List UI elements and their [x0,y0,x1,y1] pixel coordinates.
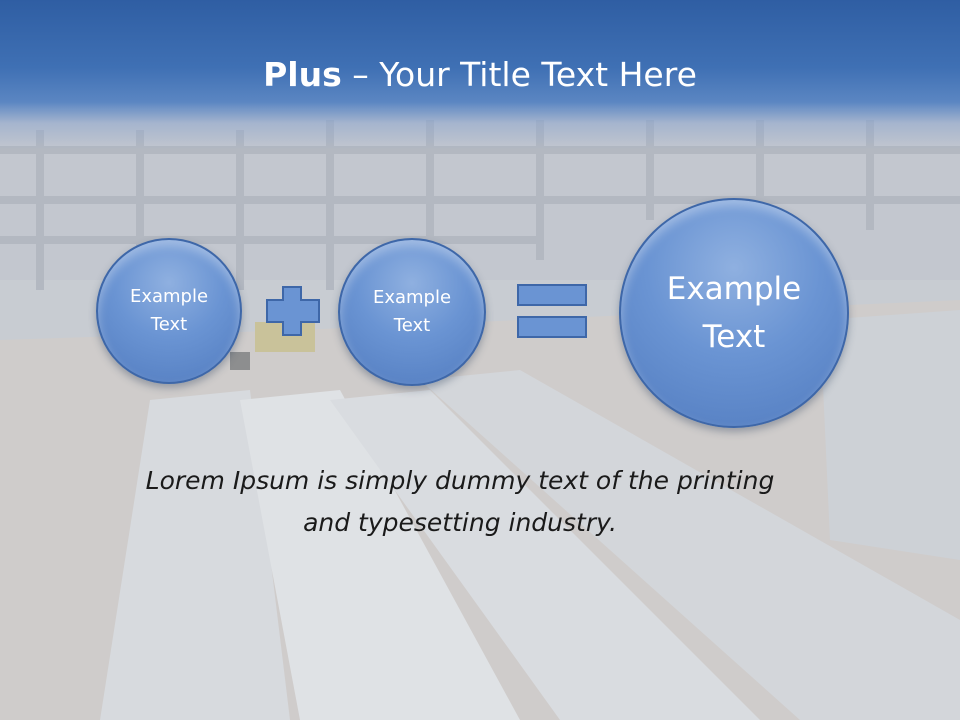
title-bold: Plus [263,55,342,94]
body-line-1: Lorem Ipsum is simply dummy text of the … [145,466,775,495]
equals-icon-bottom [517,316,587,338]
title-bar [0,0,960,150]
circle-2-label: Example Text [372,287,452,336]
title-rest: – Your Title Text Here [341,55,697,94]
circle-3-label: Example Text [666,271,802,355]
body-text: Lorem Ipsum is simply dummy text of the … [100,460,820,544]
example-circle-2: Example Text [338,238,486,386]
slide-title: Plus – Your Title Text Here [0,52,960,98]
body-line-2: and typesetting industry. [303,508,617,537]
equals-icon-top [517,284,587,306]
example-circle-result: Example Text [619,198,849,428]
example-circle-1: Example Text [96,238,242,384]
circle-1-label: Example Text [129,286,209,335]
plus-icon-horizontal [268,301,318,321]
